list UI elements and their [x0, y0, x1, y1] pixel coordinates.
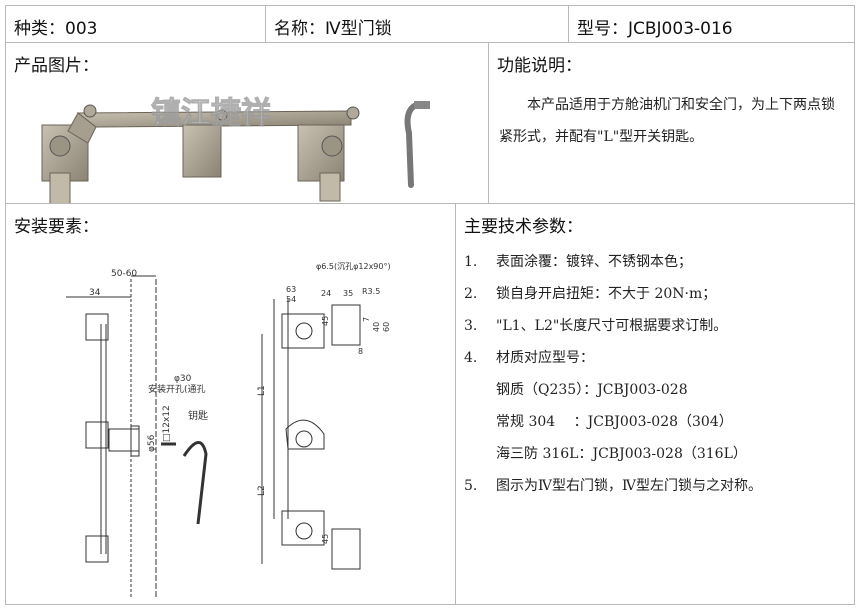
product-photo: 镇江捷祥: [41, 96, 430, 203]
dim-40: 40: [372, 322, 381, 332]
tech-params-list: 1. 表面涂覆：镀锌、不锈钢本色； 2. 锁自身开启扭矩：不大于 20N·m； 3.…: [464, 246, 762, 502]
material-row: 钢质（Q235）：JCBJ003-028: [496, 382, 688, 398]
install-cell: 安装要素： 50-60 34 φ30 安装开孔(通孔 □12x12 φ56 钥匙…: [5, 203, 456, 605]
dim-24: 24: [321, 289, 331, 298]
dim-34: 34: [89, 288, 101, 298]
function-title: 功能说明：: [497, 56, 582, 76]
installation-drawing: 50-60 34 φ30 安装开孔(通孔 □12x12 φ56 钥匙 φ6.5(…: [66, 262, 391, 599]
dim-45-bottom: 45: [321, 534, 330, 544]
item-number: 3.: [464, 318, 478, 334]
install-title: 安装要素：: [14, 217, 99, 237]
item-text: "L1、L2"长度尺寸可根据要求订制。: [496, 318, 728, 334]
item-number: 2.: [464, 286, 478, 302]
model-number: 型号：JCBJ003-016: [577, 19, 733, 39]
mount-hole-label: 安装开孔(通孔: [148, 383, 206, 395]
dim-45-top: 45: [321, 316, 330, 326]
function-description: 本产品适用于方舱油机门和安全门，为上下两点锁紧形式，并配有"L"型开关钥匙。: [499, 97, 835, 145]
dim-l1: L1: [257, 385, 267, 396]
item-number: 5.: [464, 478, 478, 494]
dim-60: 60: [382, 322, 391, 332]
dim-countersink: φ6.5(沉孔φ12x90°): [316, 262, 391, 271]
dim-7: 7: [362, 317, 371, 322]
list-item: 4. 材质对应型号：: [464, 342, 762, 374]
watermark: 镇江捷祥: [151, 96, 271, 131]
dim-l2: L2: [257, 485, 267, 496]
dim-50-60: 50-60: [111, 269, 137, 279]
material-row: 海三防 316L：JCBJ003-028（316L）: [496, 446, 747, 462]
item-number: 4.: [464, 350, 478, 366]
dim-8: 8: [358, 347, 363, 356]
item-text: 表面涂覆：镀锌、不锈钢本色；: [496, 254, 692, 270]
item-text: 锁自身开启扭矩：不大于 20N·m；: [496, 286, 717, 302]
model-cell: 型号：JCBJ003-016: [568, 5, 855, 43]
dim-63: 63: [286, 285, 296, 294]
dim-35: 35: [343, 289, 353, 298]
tech-cell: 主要技术参数： 1. 表面涂覆：镀锌、不锈钢本色； 2. 锁自身开启扭矩：不大于 2…: [455, 203, 855, 605]
dim-square: □12x12: [162, 405, 172, 442]
dim-phi56: φ56: [147, 434, 157, 452]
dim-phi30: φ30: [174, 374, 192, 384]
name-cell: 名称：Ⅳ型门锁: [265, 5, 569, 43]
photo-title: 产品图片：: [14, 56, 99, 76]
list-item: 1. 表面涂覆：镀锌、不锈钢本色；: [464, 246, 762, 278]
item-number: 1.: [464, 254, 478, 270]
category-label: 种类：003: [14, 19, 98, 39]
photo-cell: 产品图片： 镇江捷祥: [5, 42, 489, 204]
item-text: 材质对应型号：: [496, 350, 594, 366]
function-cell: 功能说明： 本产品适用于方舱油机门和安全门，为上下两点锁紧形式，并配有"L"型开…: [488, 42, 855, 204]
list-item: 5. 图示为Ⅳ型右门锁，Ⅳ型左门锁与之对称。: [464, 470, 762, 502]
product-name: 名称：Ⅳ型门锁: [274, 19, 392, 39]
dim-r3-5: R3.5: [362, 287, 380, 296]
list-item: 2. 锁自身开启扭矩：不大于 20N·m；: [464, 278, 762, 310]
list-item: 3. "L1、L2"长度尺寸可根据要求订制。: [464, 310, 762, 342]
dim-54: 54: [286, 295, 296, 304]
category-cell: 种类：003: [5, 5, 266, 43]
key-label: 钥匙: [188, 409, 208, 422]
item-text: 图示为Ⅳ型右门锁，Ⅳ型左门锁与之对称。: [496, 478, 762, 494]
material-row: 常规 304 ：JCBJ003-028（304）: [496, 414, 733, 430]
tech-title: 主要技术参数：: [464, 217, 583, 237]
